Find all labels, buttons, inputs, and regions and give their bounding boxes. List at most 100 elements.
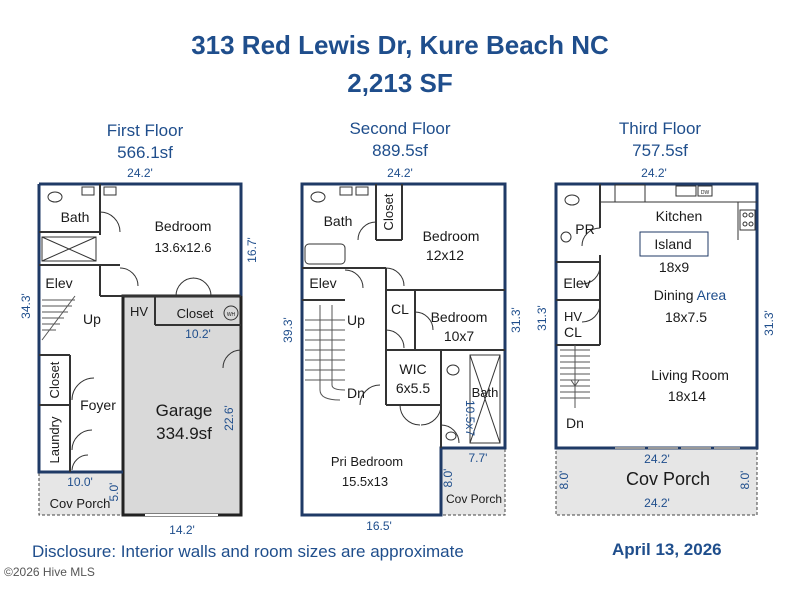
- first-floor-up-label: Up: [83, 311, 101, 327]
- garage-side-dim: 22.6': [222, 405, 236, 431]
- second-floor-heading: Second Floor 889.5sf: [310, 118, 490, 162]
- first-floor-porch-width-dim: 10.0': [67, 475, 93, 489]
- living-room-size: 18x14: [668, 388, 706, 404]
- third-floor-plan: DW Kitchen Island 18x9 PR Elev Dining Ar…: [535, 166, 776, 516]
- third-floor-name: Third Floor: [618, 119, 702, 138]
- wic-size: 6x5.5: [396, 380, 430, 396]
- living-room-label: Living Room: [651, 367, 729, 383]
- island-size: 18x9: [659, 259, 690, 275]
- water-heater-icon: [223, 305, 239, 321]
- first-floor-elev-label: Elev: [45, 275, 72, 291]
- third-floor-cov-porch-label: Cov Porch: [626, 469, 710, 489]
- garage-area-label: 334.9sf: [156, 424, 212, 443]
- second-floor-dn-label: Dn: [347, 385, 365, 401]
- pri-bedroom-label: Pri Bedroom: [331, 454, 403, 469]
- third-floor-stairs: [560, 345, 590, 408]
- second-floor-cl-label: CL: [391, 301, 409, 317]
- second-floor-porch: [440, 447, 506, 516]
- third-floor-left-dim: 31.3': [535, 305, 549, 331]
- third-floor-porch-left-dim: 8.0': [557, 471, 571, 490]
- second-floor-right-dim: 31.3': [509, 307, 523, 333]
- wic-label: WIC: [399, 361, 426, 377]
- third-floor-area: 757.5sf: [632, 141, 688, 160]
- dining-word: Dining: [654, 287, 697, 303]
- second-floor-stairs: [305, 305, 346, 401]
- dishwasher-icon: [697, 185, 713, 197]
- first-floor-hv-label: HV: [130, 304, 148, 319]
- second-floor-bottom-dim: 16.5': [366, 519, 392, 533]
- second-floor-left-dim: 39.3': [281, 317, 295, 343]
- second-floor-doors: [344, 221, 460, 444]
- third-floor-dn-label: Dn: [566, 415, 584, 431]
- first-floor-bedroom-label: Bedroom: [155, 218, 212, 234]
- first-floor-right-dim: 16.7': [245, 237, 259, 263]
- disclosure-text: Disclosure: Interior walls and room size…: [32, 542, 464, 561]
- total-area: 2,213 SF: [347, 68, 453, 98]
- pri-bedroom-size: 15.5x13: [342, 474, 388, 489]
- first-floor-toilet-icon: [47, 191, 63, 203]
- third-floor-porch-top-dim: 24.2': [644, 452, 670, 466]
- laundry-label: Laundry: [47, 416, 62, 463]
- first-floor-outer-wall-left: [37, 184, 123, 474]
- hv-closet-dim: 10.2': [185, 327, 211, 341]
- third-floor-porch: [555, 447, 758, 516]
- second-floor-plan: Bath Closet Bedroom 12x12 Elev Up CL Bed…: [281, 166, 523, 533]
- powder-room-toilet-icon: [564, 194, 580, 206]
- second-floor-up-label: Up: [347, 312, 365, 328]
- third-floor-cl-label: CL: [564, 324, 582, 340]
- third-floor-porch-right-dim: 8.0': [738, 471, 752, 490]
- refrigerator-icon: [614, 184, 646, 203]
- copyright-text: ©2026 Hive MLS: [4, 565, 95, 579]
- dishwasher-label: DW: [701, 190, 710, 196]
- first-floor-bath-label: Bath: [61, 209, 90, 225]
- third-floor-right-dim: 31.3': [762, 310, 776, 336]
- kitchen-island: [639, 231, 709, 257]
- first-floor-closet-label: Closet: [177, 306, 214, 321]
- garage-label: Garage: [156, 401, 213, 420]
- second-floor-porch-width-dim: 7.7': [469, 451, 488, 465]
- second-floor-cov-porch-label: Cov Porch: [446, 492, 502, 506]
- second-floor-toilet-icon: [310, 191, 326, 203]
- first-floor-closet-vertical-label: Closet: [47, 361, 62, 398]
- first-floor-porch: [38, 471, 124, 516]
- dining-area-label: Dining Area: [654, 287, 727, 303]
- plan-date: April 13, 2026: [612, 540, 722, 559]
- third-floor-top-dim: 24.2': [641, 166, 667, 180]
- first-floor-outer-wall: [39, 182, 243, 296]
- first-floor-name: First Floor: [106, 121, 184, 140]
- pri-bath-label: Bath: [472, 385, 499, 400]
- dining-size: 18x7.5: [665, 309, 707, 325]
- second-floor-bedroom2-size: 10x7: [444, 328, 475, 344]
- first-floor-stairs: [41, 295, 76, 341]
- first-floor-left-dim: 34.3': [19, 293, 33, 319]
- second-floor-porch-depth-dim: 8.0': [441, 469, 455, 488]
- third-floor-porch-bottom-dim: 24.2': [644, 496, 670, 510]
- second-floor-bath-label: Bath: [324, 213, 353, 229]
- second-floor-name: Second Floor: [349, 119, 451, 138]
- first-floor-shower-icon: [41, 236, 97, 262]
- water-heater-label: WH: [227, 312, 236, 318]
- first-floor-heading: First Floor 566.1sf: [60, 120, 230, 164]
- foyer-label: Foyer: [80, 397, 116, 413]
- dining-area-word: Area: [697, 287, 727, 303]
- pri-shower-icon: [469, 354, 501, 444]
- first-floor-porch-depth-dim: 5.0': [107, 483, 121, 502]
- first-floor-cov-porch-label: Cov Porch: [50, 496, 111, 511]
- first-floor-bottom-dim: 14.2': [169, 523, 195, 537]
- garage-area: [121, 294, 243, 517]
- third-floor-heading: Third Floor 757.5sf: [575, 118, 745, 162]
- pri-bath-size: 10.5x7: [463, 400, 477, 436]
- range-icon: [739, 209, 756, 231]
- kitchen-label: Kitchen: [656, 208, 703, 224]
- second-floor-top-dim: 24.2': [387, 166, 413, 180]
- first-floor-top-dim: 24.2': [127, 166, 153, 180]
- powder-room-label: PR: [575, 221, 594, 237]
- third-floor-elev-label: Elev: [563, 275, 590, 291]
- property-address: 313 Red Lewis Dr, Kure Beach NC: [191, 30, 609, 60]
- first-floor-doors: [71, 211, 242, 471]
- first-floor-plan: WH Bath Bedroom 13.6x12.6 Elev Up HV Clo…: [19, 166, 259, 537]
- island-label: Island: [654, 236, 691, 252]
- second-floor-bedroom2-label: Bedroom: [431, 309, 488, 325]
- second-floor-area: 889.5sf: [372, 141, 428, 160]
